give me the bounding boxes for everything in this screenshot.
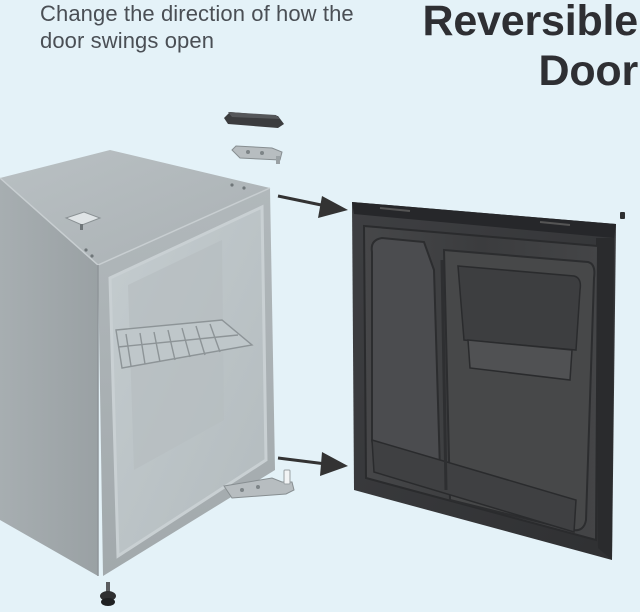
hinge-cover bbox=[224, 112, 284, 128]
arrow-top bbox=[277, 194, 348, 218]
reversible-door bbox=[352, 202, 616, 560]
arrow-bottom bbox=[277, 452, 348, 476]
leveling-foot bbox=[100, 582, 116, 606]
cabinet-top-plate bbox=[64, 211, 102, 230]
bottom-hinge bbox=[223, 469, 295, 499]
headline-line-2: Door bbox=[538, 47, 638, 95]
mini-fridge-cabinet bbox=[0, 150, 275, 576]
subheadline: Change the direction of how the door swi… bbox=[40, 1, 354, 53]
headline-line-1: Reversible bbox=[422, 0, 638, 45]
door-screw bbox=[620, 212, 625, 219]
headline: Reversible Door bbox=[422, 0, 638, 96]
wire-shelf bbox=[115, 319, 254, 369]
top-hinge bbox=[231, 145, 283, 164]
